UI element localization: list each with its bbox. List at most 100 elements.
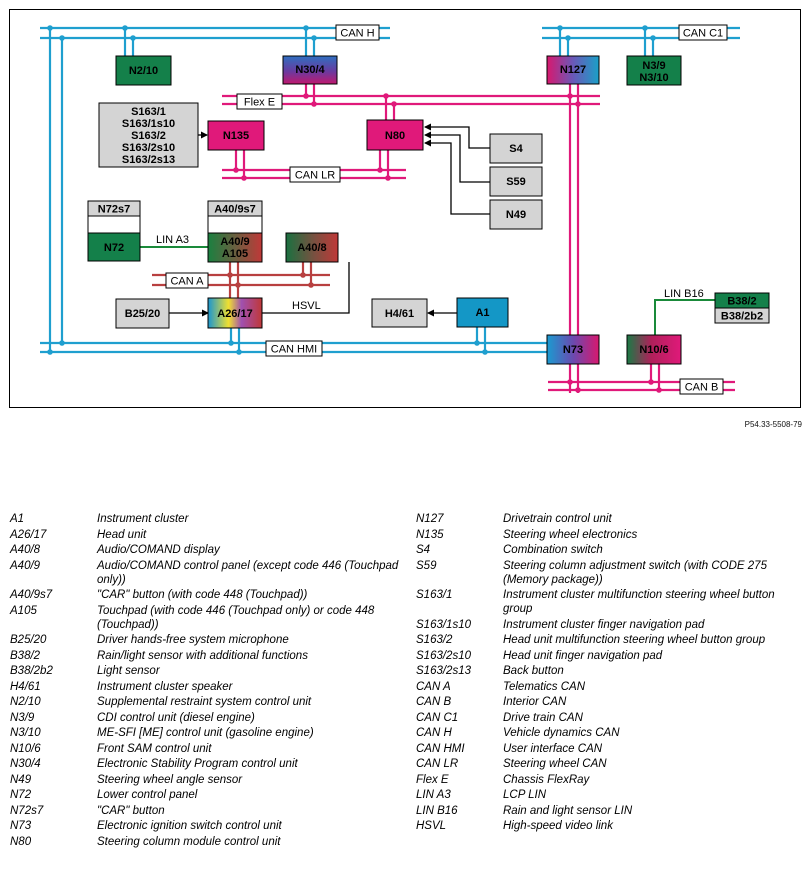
n127-text: N127	[560, 64, 586, 76]
s4-text: S4	[509, 143, 523, 155]
n135-text: N135	[223, 130, 249, 142]
legend-code: S163/2s10	[416, 649, 471, 662]
legend-description: Interior CAN	[503, 696, 567, 708]
legend-code: N2/10	[10, 696, 41, 708]
node-a40-8: A40/8	[285, 232, 339, 263]
legend-description: High-speed video link	[503, 820, 613, 832]
legend-code: N49	[10, 773, 32, 786]
legend-description: Driver hands-free system microphone	[97, 634, 289, 646]
n10-6-text: N10/6	[639, 344, 668, 356]
node-a26-17: A26/17	[207, 297, 263, 329]
label-can-h: CAN H	[335, 24, 380, 41]
legend-description: Instrument cluster finger navigation pad	[503, 618, 705, 631]
legend-row: N72s7"CAR" button	[10, 804, 410, 818]
n49-arrow	[424, 139, 490, 215]
legend-code: N135	[416, 528, 444, 541]
legend-row: S163/2 Head unit multifunction steering w…	[416, 633, 806, 647]
network-diagram: CAN H CAN C1 Flex E CAN LR CAN A CAN HMI…	[9, 9, 801, 408]
node-n135: N135	[207, 120, 265, 151]
h4-61-text: H4/61	[385, 308, 414, 320]
legend-code: N3/10	[10, 727, 41, 739]
legend-code: HSVL	[416, 820, 447, 832]
n73-text: N73	[563, 344, 583, 356]
a26-17-text: A26/17	[217, 308, 252, 320]
a40-9-upper-frame	[207, 215, 263, 234]
legend-description: "CAR" button (with code 448 (Touchpad))	[97, 589, 308, 601]
can-h-text: CAN H	[340, 28, 374, 40]
label-can-a: CAN A	[165, 272, 209, 289]
legend-row: CAN H Vehicle dynamics CAN	[416, 726, 806, 740]
legend-code: A26/17	[10, 528, 47, 541]
lin-b16-label: LIN B16	[664, 288, 704, 300]
node-n127: N127	[546, 55, 600, 85]
flex-e-text: Flex E	[244, 97, 275, 109]
legend-code: A40/8	[10, 544, 41, 556]
s59-text: S59	[506, 176, 526, 188]
a40-9-text: A40/9	[220, 236, 249, 248]
s163-2s10-text: S163/2s10	[122, 142, 175, 154]
a1-text: A1	[475, 307, 489, 319]
n30-4-text: N30/4	[295, 64, 325, 76]
can-a-junctions	[227, 272, 314, 288]
legend-code: N72s7	[10, 804, 44, 817]
legend-code: N72	[10, 789, 32, 801]
legend-description: Supplemental restraint system control un…	[97, 696, 312, 708]
legend-description: Rain and light sensor LIN	[503, 804, 633, 817]
n72s7-text: N72s7	[98, 204, 130, 216]
label-can-hmi: CAN HMI	[265, 340, 323, 357]
label-can-c1: CAN C1	[678, 24, 728, 41]
legend-description: Drivetrain control unit	[503, 513, 612, 525]
legend-description: Head unit finger navigation pad	[503, 649, 663, 662]
legend-code: A1	[10, 513, 25, 525]
legend-description: Vehicle dynamics CAN	[503, 727, 620, 739]
legend-description: Rain/light sensor with additional functi…	[97, 649, 308, 662]
label-can-b: CAN B	[679, 378, 724, 395]
n72-upper-frame	[87, 215, 141, 234]
s163-1-text: S163/1	[131, 106, 166, 118]
legend-description: Electronic ignition switch control unit	[97, 820, 282, 832]
legend-code: CAN A	[416, 680, 451, 693]
node-b38-2: B38/2	[714, 292, 770, 309]
legend-code: S163/2	[416, 634, 453, 646]
n49-text: N49	[506, 209, 526, 221]
legend-code: N127	[416, 513, 444, 525]
legend-row: N3/10 ME-SFI [ME] control unit (gasoline …	[10, 726, 410, 740]
b38-2-text: B38/2	[727, 296, 756, 308]
legend-code: S163/1	[416, 589, 453, 601]
legend-code: LIN A3	[416, 789, 451, 801]
can-lr-junctions	[233, 167, 391, 181]
s163-2s13-text: S163/2s13	[122, 154, 175, 166]
node-n72s7: N72s7	[87, 200, 141, 217]
legend-code: Flex E	[416, 773, 449, 786]
legend-code: CAN H	[416, 727, 452, 739]
legend-code: N80	[10, 835, 32, 848]
legend-description: ME-SFI [ME] control unit (gasoline engin…	[97, 727, 314, 739]
legend-code: CAN B	[416, 696, 452, 708]
node-a40-9-a105: A40/9 A105	[207, 232, 263, 263]
legend-description: CDI control unit (diesel engine)	[97, 711, 255, 724]
node-a40-9s7: A40/9s7	[207, 200, 263, 217]
legend-row: N127 Drivetrain control unit	[416, 512, 806, 526]
legend-description: Head unit multifunction steering wheel b…	[503, 634, 766, 646]
node-n73: N73	[546, 334, 600, 365]
node-n80: N80	[366, 119, 424, 151]
